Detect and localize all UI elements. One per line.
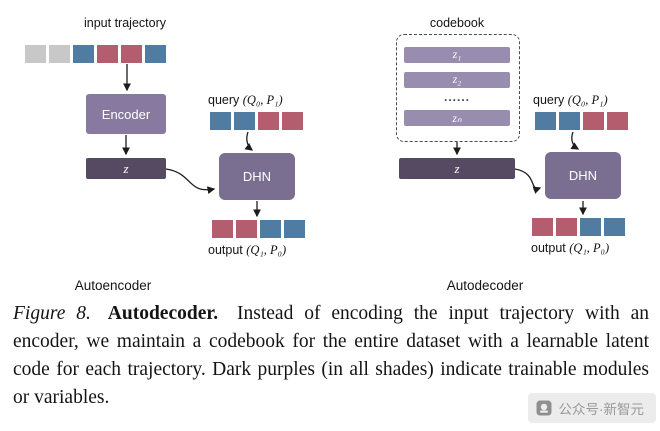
- red-square: [607, 112, 628, 130]
- arrow-z-to-dhn-left: [165, 168, 216, 195]
- encoder-box: Encoder: [86, 94, 166, 134]
- red-square: [556, 218, 577, 236]
- blue-square: [210, 112, 231, 130]
- red-square: [236, 220, 257, 238]
- codebook-row-z1: z₁: [404, 47, 510, 63]
- input-trajectory-squares: [25, 45, 166, 63]
- codebook-label: codebook: [429, 16, 485, 30]
- query-label-left: query (Q₀, P₁): [208, 93, 283, 108]
- arrow-query-to-dhn-right: [570, 131, 580, 150]
- red-square: [258, 112, 279, 130]
- watermark-text: 公众号·新智元: [558, 402, 645, 417]
- figure-label: Figure 8.: [13, 303, 91, 324]
- red-square: [121, 45, 142, 63]
- blue-square: [145, 45, 166, 63]
- red-square: [583, 112, 604, 130]
- query-math-right: (Q₀, P₁): [567, 93, 608, 107]
- autodecoder-caption: Autodecoder: [446, 278, 524, 293]
- autoencoder-caption: Autoencoder: [74, 278, 152, 293]
- output-math-right: (Q₁, P₀): [569, 241, 610, 255]
- dhn-box-right: DHN: [545, 152, 621, 199]
- codebook-row-z2: z₂: [404, 72, 510, 88]
- query-squares-right: [535, 112, 628, 130]
- arrow-query-to-dhn-left: [244, 131, 254, 151]
- output-math-left: (Q₁, P₀): [246, 243, 287, 257]
- z-box-left: z: [86, 158, 166, 179]
- arrow-z-to-dhn-right: [514, 168, 542, 194]
- figure-caption: Figure 8. Autodecoder. Instead of encodi…: [13, 300, 649, 412]
- query-label-right: query (Q₀, P₁): [533, 93, 608, 108]
- output-squares-right: [532, 218, 625, 236]
- query-math-left: (Q₀, P₁): [242, 93, 283, 107]
- blue-square: [73, 45, 94, 63]
- output-prefix-left: output: [208, 243, 243, 257]
- query-prefix-left: query: [208, 93, 240, 107]
- red-square: [532, 218, 553, 236]
- blue-square: [260, 220, 281, 238]
- output-label-right: output (Q₁, P₀): [531, 241, 609, 256]
- output-prefix-right: output: [531, 241, 566, 255]
- output-squares-left: [212, 220, 305, 238]
- codebook-ellipsis: ......: [443, 90, 470, 104]
- blue-square: [559, 112, 580, 130]
- watermark-badge: 公众号·新智元: [527, 393, 656, 423]
- codebook-row-zn: zₙ: [404, 110, 510, 126]
- output-label-left: output (Q₁, P₀): [208, 243, 286, 258]
- input-trajectory-label: input trajectory: [84, 16, 166, 30]
- gray-square: [49, 45, 70, 63]
- z-box-right: z: [399, 158, 515, 179]
- figure-title: Autodecoder.: [107, 303, 219, 324]
- blue-square: [535, 112, 556, 130]
- red-square: [282, 112, 303, 130]
- gray-square: [25, 45, 46, 63]
- query-prefix-right: query: [533, 93, 565, 107]
- figure-caption-body: Instead of encoding the input trajectory…: [13, 303, 650, 408]
- blue-square: [284, 220, 305, 238]
- red-square: [212, 220, 233, 238]
- blue-square: [234, 112, 255, 130]
- red-square: [97, 45, 118, 63]
- query-squares-left: [210, 112, 303, 130]
- blue-square: [580, 218, 601, 236]
- watermark-icon: [536, 400, 552, 416]
- dhn-box-left: DHN: [219, 153, 295, 200]
- blue-square: [604, 218, 625, 236]
